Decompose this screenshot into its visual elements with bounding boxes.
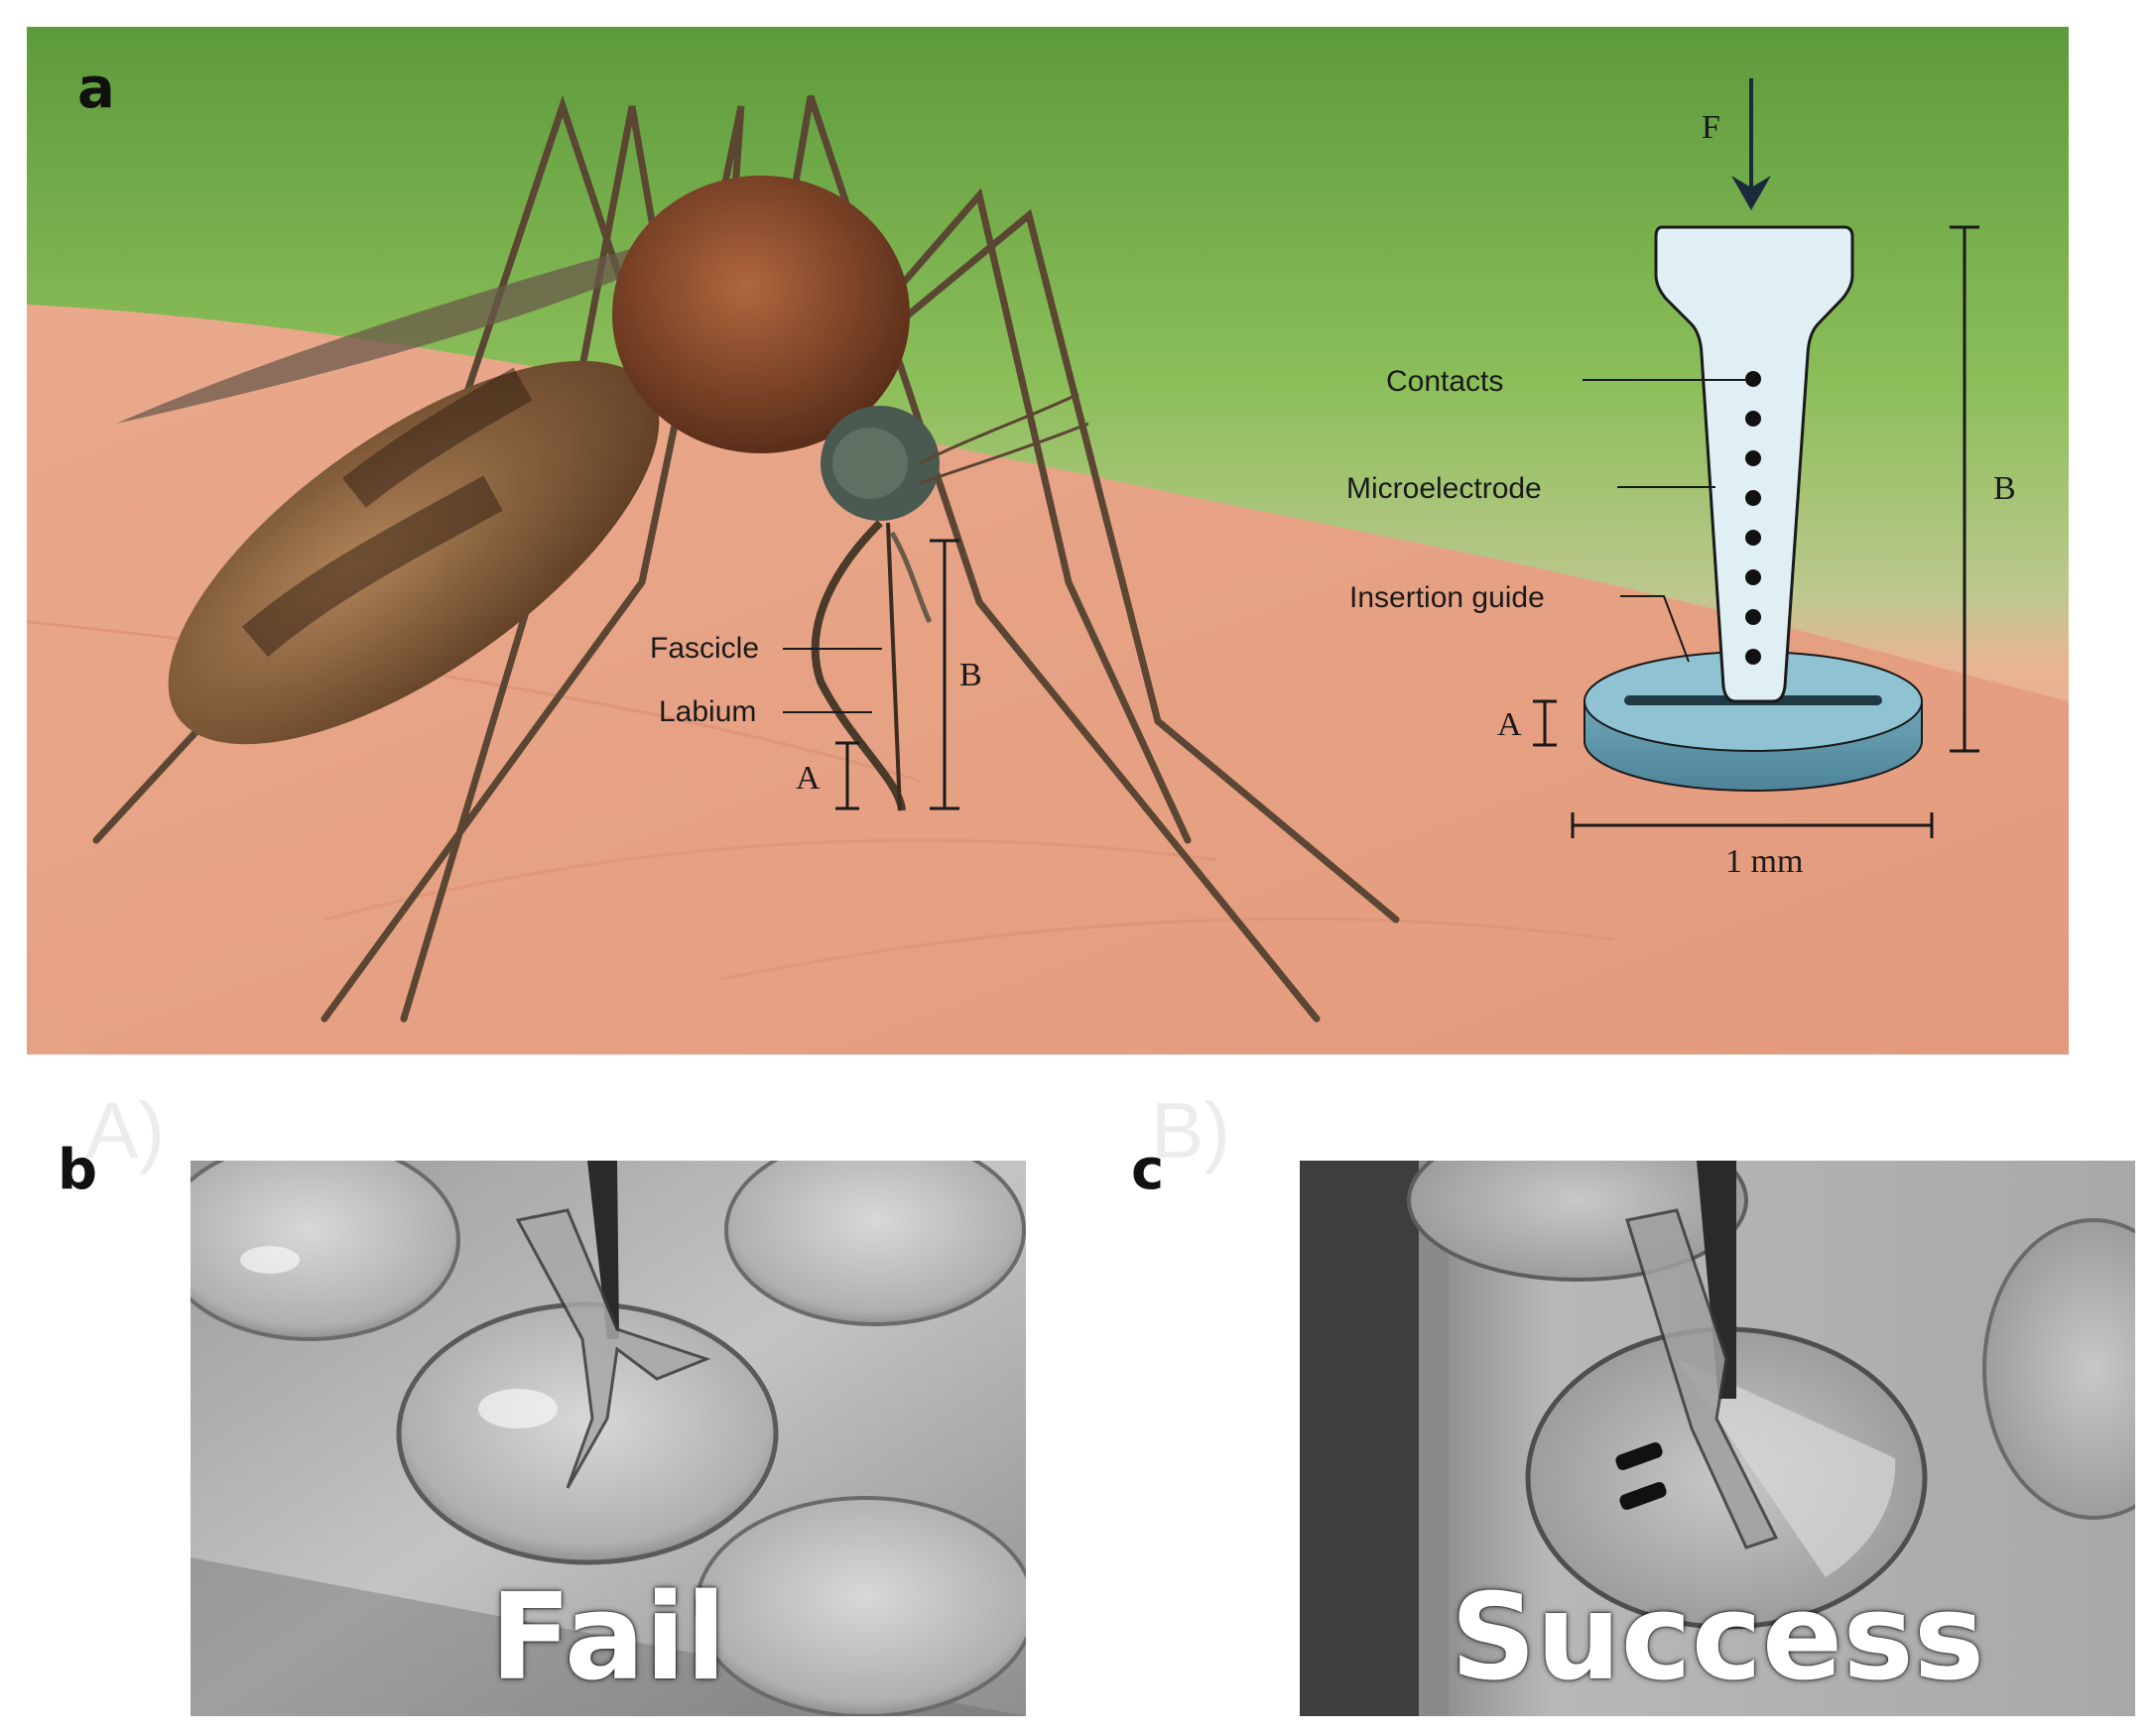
outcome-label-fail: Fail (489, 1569, 727, 1707)
well-plate-photo-success (1300, 1161, 2135, 1716)
outcome-label-success: Success (1450, 1569, 1985, 1707)
label-force: F (1702, 109, 1720, 146)
photo-success: Success (1300, 1161, 2135, 1716)
ghost-label-b: A) (85, 1086, 165, 1175)
photo-fail: Fail (190, 1161, 1026, 1716)
mosquito-wing (116, 225, 721, 424)
dimension-a-mosquito (835, 741, 859, 810)
label-fascicle: Fascicle (650, 632, 759, 665)
panel-letter-b: b (58, 1138, 98, 1202)
dimension-b-mosquito (930, 539, 959, 810)
scale-bar (1571, 812, 1934, 838)
panel-a-illustration: Fascicle Labium A B F (27, 27, 2069, 1054)
label-dim-b-device: B (1993, 470, 2016, 507)
well-plate-photo-fail (190, 1161, 1026, 1716)
panel-letter-a: a (77, 57, 115, 121)
label-dim-a-mosquito: A (796, 760, 821, 797)
label-dim-b-mosquito: B (959, 657, 982, 693)
mosquito-and-device-illustration: Fascicle Labium A B F (27, 27, 2069, 1054)
label-microelectrode: Microelectrode (1346, 472, 1542, 505)
mosquito-thorax (612, 176, 910, 453)
label-scale-bar: 1 mm (1725, 843, 1803, 880)
labium-proboscis (811, 520, 906, 811)
label-insertion-guide: Insertion guide (1349, 581, 1545, 614)
dimension-a-device (1533, 699, 1557, 747)
dimension-b-device (1950, 225, 1979, 753)
label-contacts: Contacts (1386, 365, 1503, 398)
label-dim-a-device: A (1497, 706, 1522, 743)
label-labium: Labium (659, 695, 756, 728)
ghost-label-c: B) (1151, 1086, 1230, 1175)
panel-letter-c: c (1131, 1138, 1165, 1202)
fascicle-proboscis (886, 522, 902, 811)
contact-dots (1745, 371, 1761, 665)
force-arrow (1731, 78, 1771, 210)
